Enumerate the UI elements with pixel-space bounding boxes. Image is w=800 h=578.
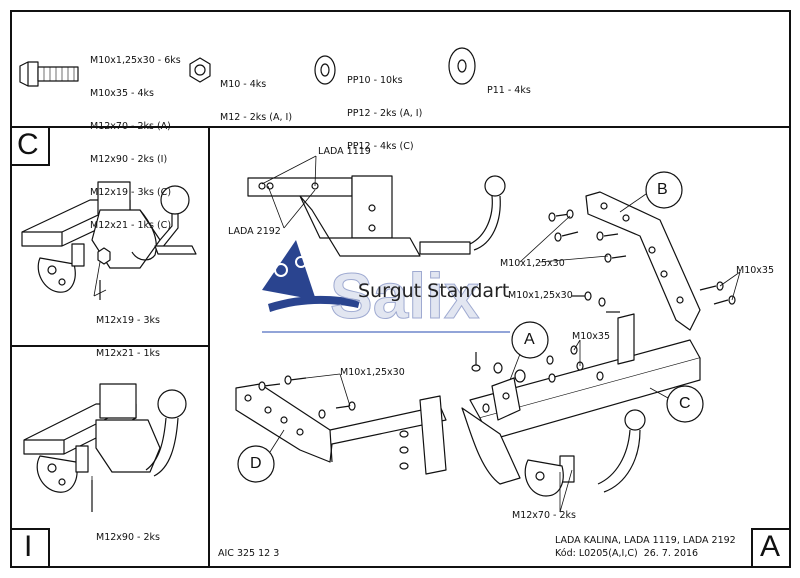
panel-c-label-0: M12x19 - 3ks [96,315,160,326]
panel-c-hitch-drawing [21,181,197,300]
washer-spec-1: PP12 - 2ks (A, I) [347,108,423,119]
main-letter: A [760,530,781,563]
callout-d-letter: D [250,455,262,472]
hex-bolt-icon [19,61,79,87]
large-washer-spec-0: P11 - 4ks [487,85,531,96]
watermark-text: Surgut Standart [358,280,510,302]
watermark-logo-icon: Salix [262,240,510,333]
drawing-code: AIC 325 12 3 [218,548,280,559]
bolt-group-mid [572,291,620,313]
bolt-group-b-top [548,209,627,263]
callout-a-circle [511,321,549,359]
main-b-bracket [585,191,701,331]
washer-spec-2: PP12 - 4ks (C) [347,141,414,152]
washer-spec-list: PP10 - 10ks PP12 - 2ks (A, I) PP12 - 4ks… [347,53,422,163]
washer-icon [314,55,336,85]
large-washer-spec-list: P11 - 4ks [487,63,531,107]
panel-i-letter-box [10,528,50,568]
callout-d-circle [237,445,275,483]
model-line: LADA KALINA, LADA 1119, LADA 2192 [555,535,736,546]
callout-a-letter: A [524,331,535,348]
panel-i-label-0: M12x90 - 2ks [96,532,160,543]
label-lada-2192: LADA 2192 [228,226,281,237]
nut-spec-0: M10 - 4ks [220,79,267,90]
bolt-group-b-right [699,281,736,305]
callout-b-letter: B [657,181,668,198]
label-bolt-a-m10x35: M10x35 [572,331,610,342]
bolt-spec-1: M10x35 - 4ks [90,88,154,99]
panel-c-label-1: M12x21 - 1ks [96,348,160,359]
callout-c-letter: C [679,395,691,412]
main-letter-box [751,528,791,568]
main-a-bracket [491,377,521,421]
label-bolt-b-top: M10x1,25x30 [500,258,565,269]
hex-nut-icon [189,57,211,83]
bolt-group-a [471,345,604,383]
date-line: Kód: L0205(A,I,C) 26. 7. 2016 [555,548,699,559]
svg-text:Salix: Salix [330,260,480,332]
leader-lines [91,155,741,513]
label-bolt-mid: M10x1,25x30 [508,290,573,301]
panel-i-hitch-drawing [23,383,187,512]
bolt-spec-0: M10x1,25x30 - 6ks [90,55,181,66]
main-top-bracket [247,175,506,257]
bolt-spec-2: M12x70 - 2ks (A) [90,121,171,132]
bolt-spec-list: M10x1,25x30 - 6ks M10x35 - 4ks M12x70 - … [90,33,181,242]
panel-c-letter: C [17,128,39,161]
panel-i-letter: I [24,530,33,563]
label-bolt-d: M10x1,25x30 [340,367,405,378]
bolt-spec-4: M12x19 - 3ks (C) [90,187,172,198]
callout-c-circle [666,385,704,423]
callout-b-circle [645,171,683,209]
panel-c-letter-box [10,126,50,166]
label-bolt-b-right: M10x35 [736,265,774,276]
main-d-bracket [235,383,447,475]
left-column [10,126,210,568]
bolt-spec-5: M12x21 - 1ks (C) [90,220,172,231]
nut-spec-1: M12 - 2ks (A, I) [220,112,293,123]
main-crossbar [461,313,701,497]
bolt-spec-3: M12x90 - 2ks (I) [90,154,168,165]
label-lada-1119: LADA 1119 [318,146,371,157]
nut-spec-list: M10 - 4ks M12 - 2ks (A, I) [220,57,292,134]
bolt-group-d [258,375,490,470]
panel-i-labels: M12x90 - 2ks [96,510,160,554]
hardware-strip [10,10,791,128]
large-washer-icon [448,47,476,85]
panel-c-labels: M12x19 - 3ks M12x21 - 1ks [96,293,160,370]
panel-divider [10,345,210,347]
washer-spec-0: PP10 - 10ks [347,75,403,86]
label-m12x70: M12x70 - 2ks [512,510,576,521]
